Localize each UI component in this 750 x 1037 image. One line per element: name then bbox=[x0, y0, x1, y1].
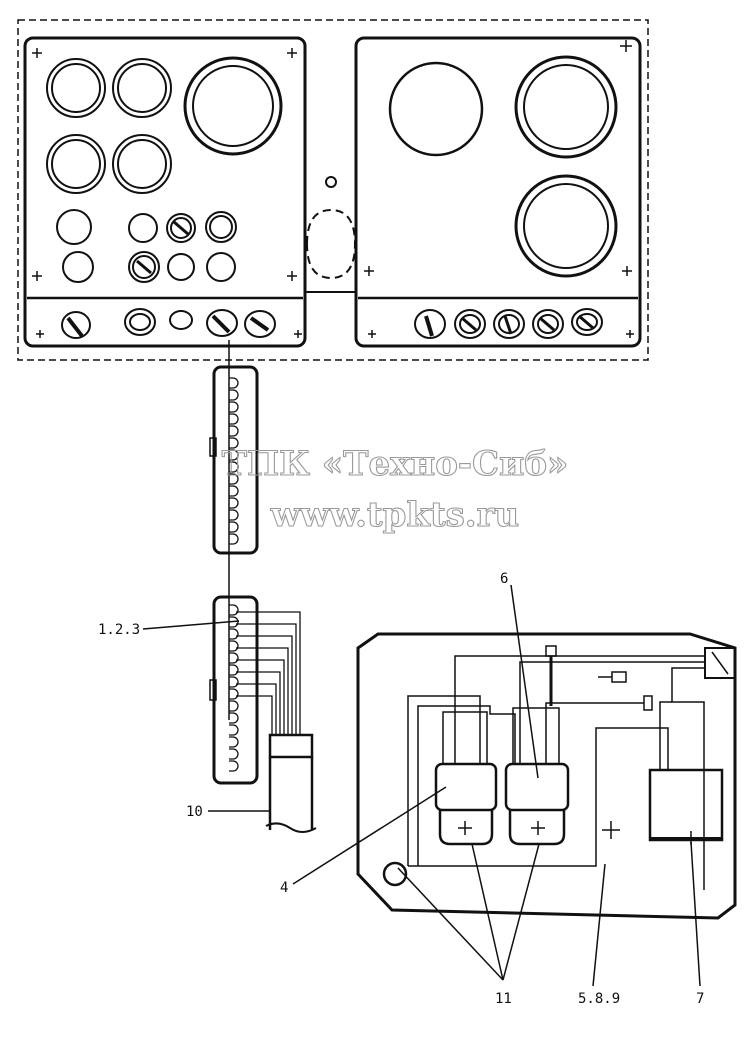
callout-5-8-9: 5.8.9 bbox=[578, 991, 620, 1007]
connector-block-lower bbox=[209, 595, 301, 785]
switch-row-left bbox=[61, 308, 276, 339]
cable-10 bbox=[265, 733, 317, 833]
callout-10: 10 bbox=[186, 804, 203, 820]
callout-7: 7 bbox=[696, 991, 704, 1007]
callout-labels: 1.2.3 10 4 6 11 5.8.9 7 bbox=[98, 571, 704, 1007]
right-panel bbox=[354, 36, 642, 348]
callout-6: 6 bbox=[500, 571, 508, 587]
watermark-url: www.tpkts.ru bbox=[270, 495, 520, 535]
watermark-company: ТПК «Техно-Сиб» bbox=[222, 444, 569, 484]
center-bridge bbox=[305, 176, 357, 293]
left-panel bbox=[23, 36, 307, 348]
screw-marks bbox=[32, 48, 302, 338]
indicator-lamps-left bbox=[56, 209, 237, 283]
connector-block-upper bbox=[209, 365, 259, 555]
callout-11: 11 bbox=[495, 991, 512, 1007]
callout-4: 4 bbox=[280, 880, 288, 896]
panel-outline-dashed bbox=[17, 19, 649, 361]
relay-7 bbox=[648, 768, 724, 845]
leader-lines bbox=[142, 584, 701, 987]
switch-row-right bbox=[414, 308, 603, 339]
relay-4 bbox=[434, 711, 498, 846]
relay-box bbox=[356, 632, 737, 920]
callout-1-2-3: 1.2.3 bbox=[98, 622, 140, 638]
gauge-group-left bbox=[46, 56, 283, 194]
gauge-group-right bbox=[388, 55, 618, 278]
instrument-panel bbox=[17, 19, 649, 361]
watermark: ТПК «Техно-Сиб» www.tpkts.ru bbox=[221, 443, 569, 535]
